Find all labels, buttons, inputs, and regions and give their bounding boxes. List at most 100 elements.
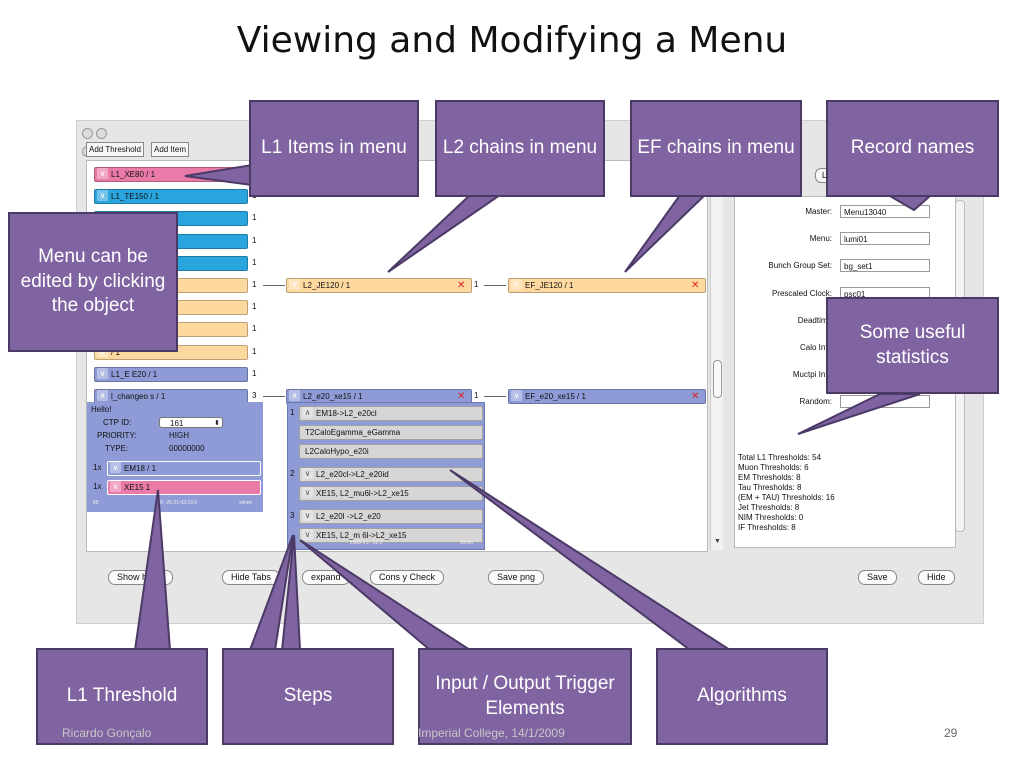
chevron-down-icon[interactable]: ∨ <box>110 481 121 492</box>
record-field-label: Menu: <box>809 234 832 244</box>
callout-edit-menu: Menu can be edited by clicking the objec… <box>8 212 178 352</box>
pointer-l1-threshold <box>133 489 172 651</box>
statistic-line: (EM + TAU) Thresholds: 16 <box>738 493 835 502</box>
algorithm[interactable]: ∨XE15, L2_m 6l->L2_xe15 <box>299 528 483 543</box>
step-number: 3 <box>290 511 295 520</box>
type-label: TYPE: <box>105 444 129 453</box>
priority-label: PRIORITY: <box>97 431 137 440</box>
ef-chain-je120[interactable]: ∨EF_JE120 / 1 ✕ <box>508 278 706 293</box>
footer-venue: Imperial College, 14/1/2009 <box>418 726 565 740</box>
record-field-value[interactable]: lumi01 <box>840 232 930 246</box>
priority-value: HIGH <box>169 431 189 440</box>
chevron-up-icon[interactable]: ∧ <box>289 390 300 401</box>
l2-chain-je120[interactable]: ∨L2_JE120 / 1✕ <box>286 278 472 293</box>
l1-item-count: 1 <box>252 213 257 223</box>
record-field-label: Bunch Group Set: <box>768 261 832 271</box>
ef-chain-e20-xe15[interactable]: ∨EF_e20_xe15 / 1✕ <box>508 389 706 404</box>
add-threshold-button[interactable]: Add Threshold <box>86 142 144 157</box>
spinner-arrows-icon[interactable]: ⬍ <box>214 420 220 427</box>
record-field-value[interactable]: Menu13040 <box>840 205 930 218</box>
add-item-button[interactable]: Add Item <box>151 142 190 157</box>
hide-button[interactable]: Hide <box>918 570 955 585</box>
chain-label: L2_e20_xe15 / 1 <box>303 392 363 401</box>
chevron-down-icon[interactable]: ∨ <box>302 529 313 540</box>
pointer-record-names <box>886 195 933 212</box>
trigger-element[interactable]: ∧EM18->L2_e20cl <box>299 406 483 421</box>
chevron-down-icon[interactable]: ∨ <box>302 487 313 498</box>
record-field-label: Muctpi Info <box>792 370 832 380</box>
l1-item[interactable]: ∨L1_E E20 / 1 <box>94 366 248 382</box>
type-value: 00000000 <box>169 444 205 453</box>
minimize-dot-icon[interactable] <box>96 128 107 139</box>
chevron-down-icon[interactable]: ∨ <box>97 190 108 202</box>
callout-l1-items: L1 Items in menu <box>249 100 419 197</box>
remove-icon[interactable]: ✕ <box>691 280 700 291</box>
item-date: 200 -20 21:43:19.0 <box>155 500 197 506</box>
scroll-down-icon[interactable]: ▼ <box>714 538 721 545</box>
threshold-em18[interactable]: ∨EM18 / 1 <box>107 461 261 476</box>
ctp-label: CTP ID: <box>103 418 132 427</box>
callout-l2-chains: L2 chains in menu <box>435 100 605 197</box>
threshold-multiplicity: 1x <box>93 463 102 472</box>
item-user: simon <box>239 500 253 506</box>
l1-item-label: L1_TE150 / 1 <box>111 192 160 202</box>
l1-item-detail[interactable]: Hello! CTP ID: 161⬍ PRIORITY: HIGH TYPE:… <box>87 402 263 512</box>
save-button[interactable]: Save <box>858 570 897 585</box>
close-dot-icon[interactable] <box>82 128 93 139</box>
statistic-line: Muon Thresholds: 6 <box>738 463 809 472</box>
chevron-down-icon[interactable]: ∨ <box>289 279 300 290</box>
record-field-label: Prescaled Clock: <box>771 288 832 298</box>
steps-date: 2008-01- :52.0 <box>350 540 383 546</box>
canvas-scrollbar-thumb[interactable] <box>713 360 722 398</box>
chevron-up-icon[interactable]: ∧ <box>302 407 313 418</box>
l2-chain-e20-xe15[interactable]: ∧L2_e20_xe15 / 1 ✕ <box>286 389 472 404</box>
algorithm[interactable]: L2CaloHypo_e20i <box>299 444 483 459</box>
chain-label: EF_JE120 / 1 <box>525 281 574 290</box>
slide-title: Viewing and Modifying a Menu <box>236 20 788 61</box>
callout-io-trigger-elements: Input / Output Trigger Elements <box>418 648 632 745</box>
ctp-id-spinner[interactable]: 161⬍ <box>159 417 223 428</box>
item-id: 85 <box>93 500 99 506</box>
chevron-up-icon[interactable]: ∧ <box>97 390 108 401</box>
chevron-down-icon[interactable]: ∨ <box>511 390 522 401</box>
record-field-label: Random: <box>799 397 832 407</box>
remove-icon[interactable]: ✕ <box>457 280 466 291</box>
record-field-value[interactable]: bg_set1 <box>840 259 930 273</box>
threshold-xe15[interactable]: ∨XE15 1 <box>107 480 261 495</box>
callout-ef-chains: EF chains in menu <box>630 100 802 197</box>
save-png-button[interactable]: Save png <box>488 570 545 585</box>
callout-record-names: Record names <box>826 100 999 197</box>
chevron-down-icon[interactable]: ∨ <box>511 279 522 290</box>
chevron-down-icon[interactable]: ∨ <box>110 462 121 473</box>
l1-item-label: l_changeo s / 1 <box>111 392 166 401</box>
algorithm[interactable]: ∨XE15, L2_mu6l->L2_xe15 <box>299 486 483 501</box>
link-line <box>263 285 285 286</box>
pointer-ef-chains <box>624 194 708 273</box>
consistency-check-button[interactable]: Cons y Check <box>370 570 445 585</box>
step-number: 1 <box>290 408 295 417</box>
chevron-down-icon[interactable]: ∨ <box>97 168 108 179</box>
pointer-io <box>299 539 474 651</box>
hide-tabs-button[interactable]: Hide Tabs <box>222 570 280 585</box>
l1-item-count: 1 <box>252 280 257 289</box>
chevron-down-icon[interactable]: ∨ <box>302 510 313 521</box>
l1-item-count: 1 <box>252 257 257 267</box>
statistic-line: Tau Thresholds: 8 <box>738 483 802 492</box>
remove-icon[interactable]: ✕ <box>457 391 466 402</box>
chevron-down-icon[interactable]: ∨ <box>97 367 108 379</box>
chain-count: 1 <box>474 280 479 289</box>
algorithm-label: XE15, L2_m 6l->L2_xe15 <box>316 531 407 540</box>
trigger-element[interactable]: ∨L2_e20cl->L2_e20id <box>299 467 483 482</box>
trigger-element-label: L2_e20cl->L2_e20id <box>316 470 389 479</box>
trigger-element[interactable]: ∨L2_e20l ->L2_e20 <box>299 509 483 524</box>
link-line <box>263 396 285 397</box>
item-comment: Hello! <box>91 405 112 414</box>
callout-algorithms: Algorithms <box>656 648 828 745</box>
chevron-down-icon[interactable]: ∨ <box>302 468 313 479</box>
remove-icon[interactable]: ✕ <box>691 391 700 402</box>
algorithm[interactable]: T2CaloEgamma_eGamma <box>299 425 483 440</box>
statistic-line: EM Thresholds: 8 <box>738 473 801 482</box>
pointer-l1-items <box>184 163 253 187</box>
l1-item[interactable]: ∨L1_TE150 / 1 <box>94 189 248 205</box>
callout-steps: Steps <box>222 648 394 745</box>
